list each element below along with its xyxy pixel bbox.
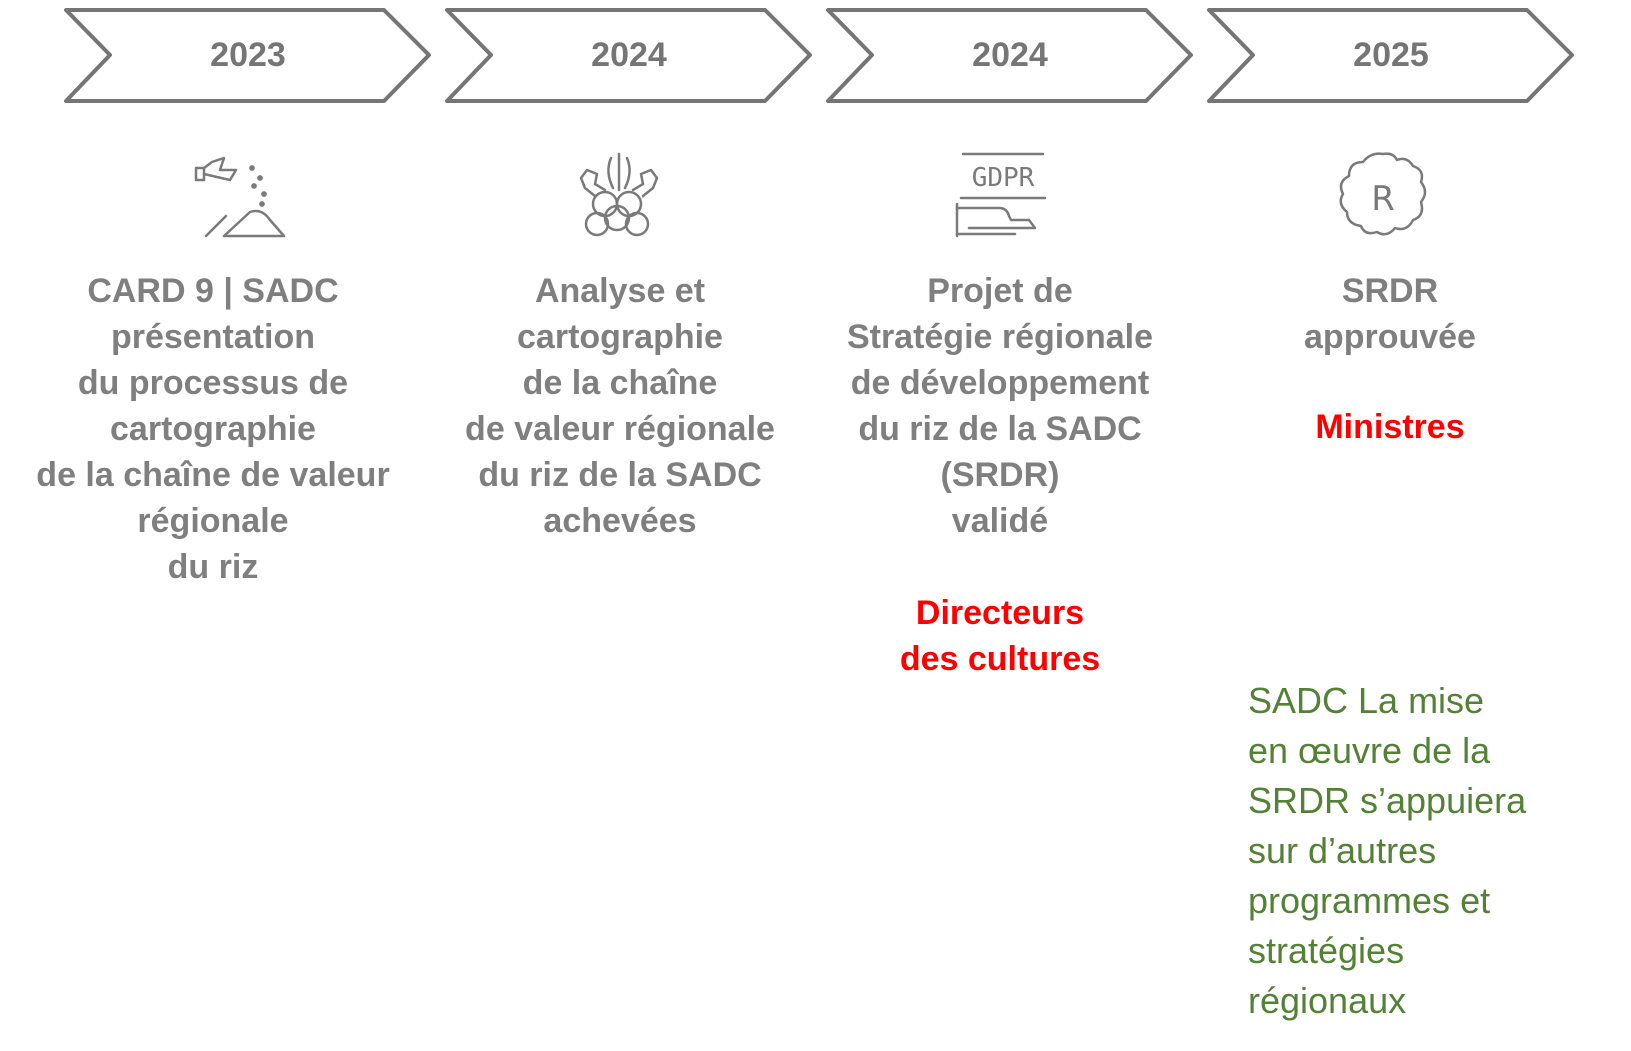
note-line: SRDR s’appuiera [1248, 780, 1527, 821]
description-line: CARD 9 | SADC [87, 272, 339, 310]
note-line: programmes et [1248, 880, 1491, 921]
description-line: du processus de [77, 364, 349, 402]
description-line: approuvée [1304, 318, 1476, 356]
timeline-chevron-2023: 2023 [62, 8, 434, 103]
description-line: du riz de la SADC [858, 410, 1142, 448]
description-line: régionale [137, 502, 289, 540]
note-line: SADC La mise [1248, 680, 1485, 721]
svg-text:R: R [1371, 179, 1395, 219]
year-label: 2024 [972, 36, 1048, 74]
note-line: en œuvre de la [1248, 730, 1491, 771]
note-line: régionaux [1248, 980, 1407, 1021]
chevron-shape [826, 8, 1193, 103]
phase-description-2024-strategy: Projet de Stratégie régionale de dévelop… [820, 268, 1180, 544]
actor-line: Directeurs [915, 594, 1085, 632]
description-line: de développement [850, 364, 1150, 402]
description-line: Analyse et [534, 272, 706, 310]
description-line: (SRDR) [940, 456, 1060, 494]
actor-ministres: Ministres [1290, 404, 1490, 450]
note-line: sur d’autres [1248, 830, 1437, 871]
description-line: achevées [543, 502, 697, 540]
phase-description-2024-analysis: Analyse et cartographie de la chaîne de … [440, 268, 800, 544]
actor-line: des cultures [899, 640, 1101, 678]
chevron-shape [445, 8, 812, 103]
gdpr-document-hand-icon: GDPR [955, 148, 1055, 245]
timeline-chevron-2024-strategy: 2024 [824, 8, 1196, 103]
description-line: validé [951, 502, 1049, 540]
note-line: stratégies [1248, 930, 1405, 971]
phase-description-2023: CARD 9 | SADC présentation du processus … [8, 268, 418, 590]
description-line: Projet de [927, 272, 1073, 310]
description-line: cartographie [110, 410, 316, 448]
svg-text:GDPR: GDPR [972, 163, 1035, 193]
description-line: du riz [167, 548, 259, 586]
description-line: présentation [110, 318, 316, 356]
description-line: de la chaîne [522, 364, 718, 402]
hand-sowing-seeds-icon [190, 148, 290, 248]
actor-line: Ministres [1315, 408, 1465, 446]
year-label: 2024 [591, 36, 667, 74]
description-line: de la chaîne de valeur [36, 456, 390, 494]
year-label: 2025 [1353, 36, 1429, 74]
chevron-shape [1207, 8, 1574, 103]
timeline-chevron-2025: 2025 [1205, 8, 1577, 103]
description-line: SRDR [1341, 272, 1439, 310]
registered-badge-icon: R [1333, 148, 1433, 248]
phase-description-2025: SRDR approuvée [1280, 268, 1500, 360]
description-line: Stratégie régionale [846, 318, 1154, 356]
description-line: de valeur régionale [465, 410, 775, 448]
grain-cluster-icon [575, 148, 665, 245]
actor-directeurs-des-cultures: Directeurs des cultures [840, 590, 1160, 682]
description-line: cartographie [517, 318, 723, 356]
timeline-chevron-2024-analysis: 2024 [443, 8, 815, 103]
chevron-shape [64, 8, 431, 103]
implementation-note: SADC La mise en œuvre de la SRDR s’appui… [1248, 676, 1628, 1026]
year-label: 2023 [210, 36, 286, 74]
description-line: du riz de la SADC [478, 456, 762, 494]
